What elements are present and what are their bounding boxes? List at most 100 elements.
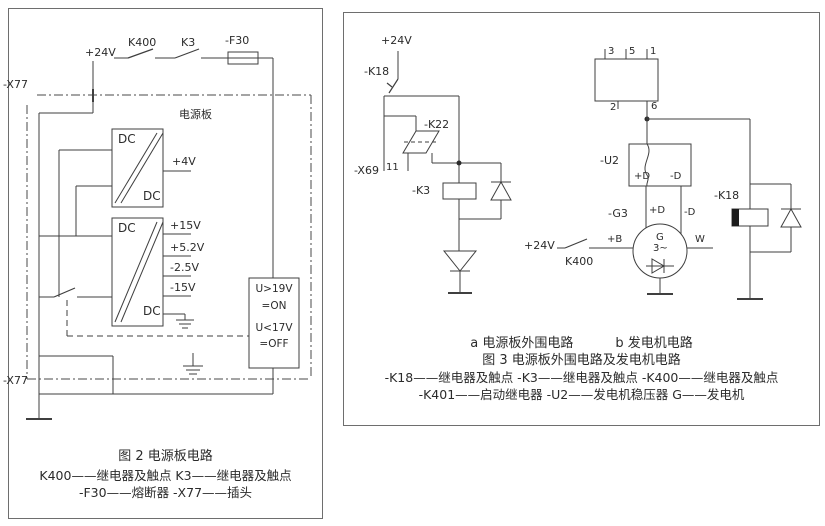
monitor-control-dashed-link bbox=[66, 300, 249, 337]
figure2-panel: -X77 +24V K400 K3 -F30 电源板 DC DC +4V DC … bbox=[3, 8, 323, 519]
conv1-dc-in-label: DC bbox=[118, 132, 136, 146]
power-board-label: 电源板 bbox=[179, 108, 212, 121]
wire-segment bbox=[780, 207, 802, 228]
k18-flyback-diode bbox=[780, 207, 802, 228]
dcdc-converter-2 bbox=[111, 217, 164, 327]
wire-segment bbox=[628, 143, 692, 187]
output-4v-label: +4V bbox=[172, 155, 196, 168]
gen-plus-d-label: +D bbox=[649, 205, 666, 216]
output-15v-label: +15V bbox=[170, 219, 201, 232]
figure3-panel: +24V -K18 -K22 -X69 11 -K3 3 5 1 2 6 -U2… bbox=[343, 12, 820, 426]
output-neg2v5-label: -2.5V bbox=[170, 261, 199, 274]
output-neg15v-label: -15V bbox=[170, 281, 196, 294]
plus-b-terminal-label: +B bbox=[607, 234, 623, 245]
generator-name-label: G bbox=[656, 232, 664, 243]
fuse-f30-label: -F30 bbox=[225, 34, 250, 47]
supply-24v-label-b: +24V bbox=[524, 239, 555, 252]
k18-relay-coil bbox=[731, 208, 769, 227]
wire-segment bbox=[490, 180, 512, 201]
k18-contact-label: -K18 bbox=[364, 65, 390, 78]
power-board-boundary bbox=[26, 94, 312, 380]
k3-relay-coil bbox=[442, 182, 477, 200]
u2-minus-d-label: -D bbox=[670, 171, 682, 182]
wire-segment bbox=[442, 182, 477, 200]
figure2-legend-2: -F30——熔断器 -X77——插头 bbox=[78, 485, 253, 500]
k22-label: -K22 bbox=[424, 118, 450, 131]
relay-k3-label: K3 bbox=[181, 36, 196, 49]
wire-segment bbox=[564, 238, 588, 249]
wire-segment bbox=[248, 277, 300, 369]
figure3-legend-2: -K401——启动继电器 -U2——发电机稳压器 G——发电机 bbox=[418, 387, 745, 402]
connector-pin5-label: 5 bbox=[629, 46, 636, 57]
connector-pin3-label: 3 bbox=[608, 46, 615, 57]
conv2-dc-out-label: DC bbox=[143, 304, 161, 318]
k3-coil-label: -K3 bbox=[412, 184, 431, 197]
monitor-off-threshold: U<17V bbox=[255, 322, 293, 334]
generator-symbol bbox=[632, 223, 688, 279]
connector-box bbox=[594, 58, 659, 102]
wire-segment bbox=[120, 132, 164, 204]
wiring bbox=[383, 51, 502, 293]
k22-symbol bbox=[402, 130, 440, 154]
monitor-on-threshold: U>19V bbox=[255, 283, 293, 295]
wire-segment bbox=[594, 58, 659, 102]
k18-changeover-contact bbox=[386, 78, 399, 94]
figure2-title: 图 2 电源板电路 bbox=[118, 449, 213, 464]
g3-label: -G3 bbox=[608, 207, 628, 220]
wire-segment bbox=[632, 223, 688, 279]
figure3-subcaptions: a 电源板外围电路 b 发电机电路 bbox=[344, 332, 819, 351]
w-terminal-label: W bbox=[695, 234, 705, 245]
x77-connector-label-top: -X77 bbox=[3, 78, 28, 91]
wire-segment bbox=[120, 221, 164, 323]
gen-minus-d-label: -D bbox=[684, 207, 696, 218]
wire-segment bbox=[402, 130, 440, 154]
connector-pin6-label: 6 bbox=[651, 101, 658, 112]
subcaption-a: a 电源板外围电路 bbox=[470, 336, 574, 351]
conv1-dc-out-label: DC bbox=[143, 189, 161, 203]
u2-regulator-label: -U2 bbox=[600, 154, 620, 167]
ground-symbol-board bbox=[183, 365, 203, 375]
figure2-legend-1: K400——继电器及触点 K3——继电器及触点 bbox=[39, 468, 292, 483]
conv2-dc-in-label: DC bbox=[118, 221, 136, 235]
x77-connector-label-bottom: -X77 bbox=[3, 374, 28, 387]
wire-segment bbox=[732, 209, 739, 226]
x69-pin11-label: 11 bbox=[386, 162, 399, 173]
figure3-legend-1: -K18——继电器及触点 -K3——继电器及触点 -K400——继电器及触点 bbox=[384, 370, 779, 385]
wire-segment bbox=[114, 132, 158, 204]
u2-plus-d-label: +D bbox=[634, 171, 651, 182]
monitor-off-state: =OFF bbox=[259, 338, 289, 350]
connector-pin2-label: 2 bbox=[610, 102, 617, 113]
x69-connector-label: -X69 bbox=[354, 164, 379, 177]
wire-segment bbox=[644, 143, 650, 187]
relay-k400-label: K400 bbox=[128, 36, 157, 49]
figure3-schematic bbox=[383, 49, 802, 300]
switch-blades bbox=[53, 48, 200, 298]
k3-flyback-diode bbox=[490, 180, 512, 201]
wire-segment bbox=[111, 128, 164, 208]
wire-segment bbox=[114, 221, 158, 323]
k400-contact-blade bbox=[564, 238, 588, 249]
monitor-on-state: =ON bbox=[261, 300, 287, 312]
figure3-title: 图 3 电源板外围电路及发电机电路 bbox=[482, 353, 681, 368]
wiring-b bbox=[557, 49, 792, 299]
k400-contact-blade bbox=[127, 48, 154, 59]
supply-24v-label: +24V bbox=[85, 46, 116, 59]
fuse-f30-symbol bbox=[227, 51, 259, 65]
series-diode bbox=[442, 250, 478, 272]
wire-segment bbox=[442, 250, 478, 272]
figure2-schematic bbox=[26, 48, 312, 420]
k400-contact-label: K400 bbox=[565, 255, 594, 268]
voltage-monitor-box bbox=[248, 277, 300, 369]
generator-phase-label: 3~ bbox=[653, 243, 668, 254]
supply-24v-label-a: +24V bbox=[381, 34, 412, 47]
output-5v2-label: +5.2V bbox=[170, 241, 205, 254]
k3-contact-blade bbox=[174, 48, 200, 59]
junction-dots bbox=[456, 116, 650, 166]
wiring bbox=[38, 57, 274, 419]
ground-symbol-converter2 bbox=[176, 319, 194, 329]
u2-regulator-box bbox=[628, 143, 692, 187]
wire-segment bbox=[651, 258, 665, 274]
wire-segment bbox=[388, 78, 399, 94]
k18-coil-label: -K18 bbox=[714, 189, 740, 202]
